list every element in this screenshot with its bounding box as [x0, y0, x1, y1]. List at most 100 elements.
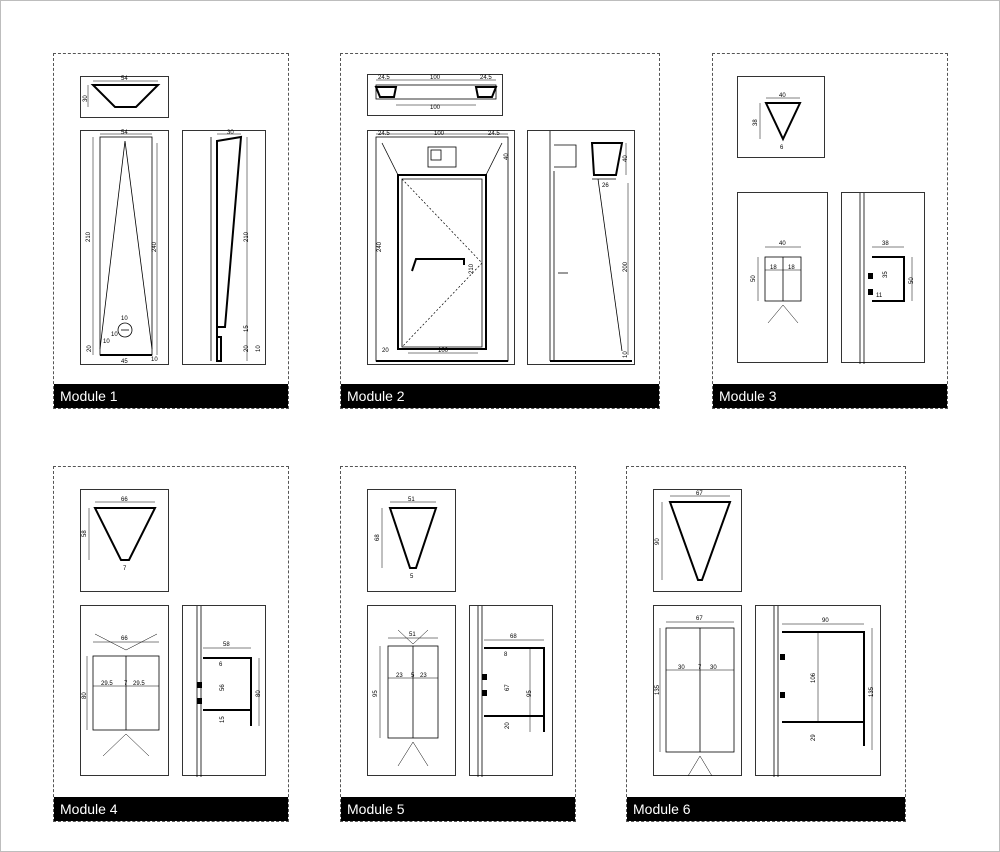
m2-front-mid: 100 [434, 131, 445, 137]
module-2-front-drawing: 24.5 100 24.5 40 240 210 20 100 [375, 131, 510, 362]
m1-front-left: 210 [86, 231, 92, 242]
module-6-plan-drawing: 67 90 [655, 491, 732, 581]
m1-plan-side: 30 [83, 95, 89, 102]
module-1-label: Module 1 [54, 384, 288, 408]
m6-plan-side: 90 [655, 538, 661, 545]
m6-plan-top: 67 [696, 491, 703, 497]
m1-front-b5: 20 [87, 345, 93, 352]
m1-front-b4: 45 [121, 359, 128, 365]
m1-side-top: 30 [227, 130, 234, 136]
m2-front-h-left: 240 [377, 241, 383, 252]
module-5: 51 68 5 51 95 23 5 23 [340, 466, 576, 822]
m4-front-a: 29.5 [101, 681, 113, 687]
m6-front-b: 7 [698, 665, 702, 671]
m3-front-left: 50 [751, 275, 757, 282]
m4-side-small: 6 [219, 662, 223, 668]
module-3-side-view: 38 35 11 50 [841, 192, 925, 364]
module-1-side-drawing: 30 210 15 20 10 [210, 130, 262, 362]
module-6: 67 90 67 135 30 7 30 [626, 466, 906, 822]
m5-front-top: 51 [409, 632, 416, 638]
module-1-side-view: 30 210 15 20 10 [182, 130, 266, 365]
m3-side-top: 38 [882, 241, 889, 247]
module-1-front-drawing: 54 210 240 10 10 10 45 20 10 [86, 130, 158, 365]
m1-front-b6: 10 [151, 357, 158, 363]
module-3-front-view: 40 50 18 18 [737, 192, 828, 363]
m6-side-mid: 106 [811, 672, 817, 683]
m5-side-low: 20 [505, 722, 511, 729]
m2-front-right: 24.5 [488, 131, 500, 137]
module-4: 66 58 7 66 80 29.5 7 29.5 [53, 466, 289, 822]
module-1-plan-drawing: 54 30 [83, 76, 161, 108]
module-2-side-view: 40 26 200 10 [527, 130, 635, 365]
module-6-front-view: 67 135 30 7 30 [653, 605, 742, 777]
m5-front-left: 95 [373, 690, 379, 697]
m1-front-right: 240 [152, 241, 158, 252]
module-3-front-drawing: 40 50 18 18 [751, 241, 802, 324]
m4-front-b: 7 [124, 681, 128, 687]
m6-side-low: 29 [811, 734, 817, 741]
module-5-front-drawing: 51 95 23 5 23 [373, 629, 439, 767]
m6-front-a: 30 [678, 665, 685, 671]
m1-front-top: 54 [121, 130, 128, 136]
m2-plan-right: 24.5 [480, 75, 492, 81]
module-3-plan-drawing: 40 38 6 [753, 93, 802, 151]
m1-side-b1: 15 [244, 325, 250, 332]
m5-plan-bottom: 5 [410, 574, 414, 580]
m1-front-b2: 10 [111, 332, 118, 338]
m3-front-top: 40 [779, 241, 786, 247]
m3-front-a: 18 [770, 265, 777, 271]
m2-front-side: 40 [504, 153, 510, 160]
m5-plan-top: 51 [408, 497, 415, 503]
module-5-side-drawing: 68 8 67 20 95 [477, 606, 545, 777]
module-3: 40 38 6 40 50 18 18 38 35 [712, 53, 948, 409]
module-5-side-view: 68 8 67 20 95 [469, 605, 553, 777]
m6-front-top: 67 [696, 616, 703, 622]
module-4-front-drawing: 66 80 29.5 7 29.5 [82, 633, 160, 757]
module-4-plan-view: 66 58 7 [80, 489, 169, 592]
m4-plan-side: 58 [82, 530, 88, 537]
module-1-front-view: 54 210 240 10 10 10 45 20 10 [80, 130, 169, 365]
module-2-plan-view: 24.5 100 24.5 100 [367, 74, 503, 116]
m4-side-low: 15 [220, 716, 226, 723]
m6-front-left: 135 [655, 684, 661, 695]
m6-side-top: 90 [822, 618, 829, 624]
m5-front-b: 5 [411, 673, 415, 679]
m2-front-bottom-mid: 100 [438, 348, 449, 354]
module-6-plan-view: 67 90 [653, 489, 742, 592]
m4-plan-bottom: 7 [123, 566, 127, 572]
m3-front-b: 18 [788, 265, 795, 271]
m1-front-b3: 10 [103, 339, 110, 345]
m4-plan-top: 66 [121, 497, 128, 503]
module-6-front-drawing: 67 135 30 7 30 [655, 616, 735, 777]
module-2-front-view: 24.5 100 24.5 40 240 210 20 100 [367, 130, 515, 365]
m5-side-right: 95 [527, 690, 533, 697]
module-5-front-view: 51 95 23 5 23 [367, 605, 456, 776]
m1-side-right: 210 [244, 231, 250, 242]
m1-front-b1: 10 [121, 316, 128, 322]
m3-plan-side: 38 [753, 119, 759, 126]
m1-side-b2: 20 [244, 345, 250, 352]
m2-side-h: 200 [623, 261, 629, 272]
m5-front-c: 23 [420, 673, 427, 679]
module-2-label: Module 2 [341, 384, 659, 408]
m2-plan-mid: 100 [430, 75, 441, 81]
m2-side-top: 40 [623, 155, 629, 162]
module-4-side-view: 58 6 56 15 80 [182, 605, 266, 777]
module-1-plan-view: 54 30 [80, 76, 169, 118]
m2-plan-bottom: 100 [430, 105, 441, 111]
m5-plan-side: 68 [375, 534, 381, 541]
m3-side-right: 50 [909, 277, 915, 284]
module-1: 54 30 54 210 240 10 10 10 45 20 10 [53, 53, 289, 409]
module-6-label: Module 6 [627, 797, 905, 821]
m2-side-b: 10 [623, 351, 629, 358]
m3-plan-top: 40 [779, 93, 786, 99]
module-4-side-drawing: 58 6 56 15 80 [196, 606, 262, 777]
m4-side-top: 58 [223, 642, 230, 648]
m3-side-low: 11 [876, 293, 883, 299]
m2-plan-left: 24.5 [378, 75, 390, 81]
module-3-side-drawing: 38 35 11 50 [859, 193, 915, 364]
module-6-side-view: 90 106 29 135 [755, 605, 881, 777]
module-5-plan-view: 51 68 5 [367, 489, 456, 592]
module-6-side-drawing: 90 106 29 135 [773, 606, 875, 777]
module-2-plan-drawing: 24.5 100 24.5 100 [374, 75, 498, 111]
